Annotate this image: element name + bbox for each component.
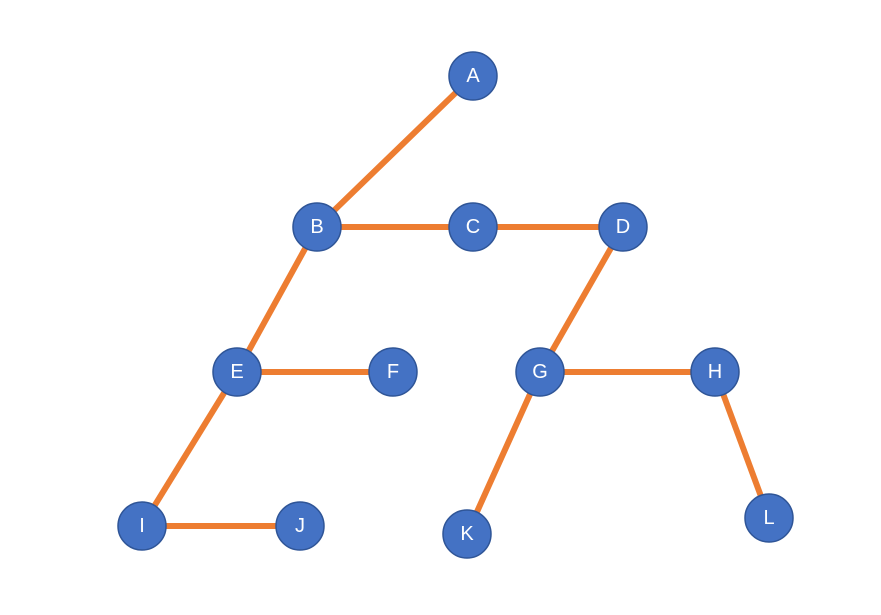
node-label-e: E [230, 361, 243, 383]
node-circle-i [117, 501, 167, 551]
node-circle-e [212, 347, 262, 397]
node-circle-c [448, 202, 498, 252]
node-c: C [448, 202, 498, 252]
node-circle-f [368, 347, 418, 397]
edge-a-b [314, 73, 476, 230]
node-label-i: I [139, 515, 145, 537]
edge-g-k [464, 370, 543, 536]
node-label-k: K [460, 523, 474, 545]
node-circle-a [448, 51, 498, 101]
node-circle-j [275, 501, 325, 551]
node-k: K [442, 509, 492, 559]
node-circle-g [515, 347, 565, 397]
node-g: G [515, 347, 565, 397]
node-b: B [292, 202, 342, 252]
node-d: D [598, 202, 648, 252]
node-label-h: H [708, 361, 722, 383]
edge-h-l [712, 370, 772, 520]
edge-b-e [234, 225, 320, 374]
node-j: J [275, 501, 325, 551]
node-circle-b [292, 202, 342, 252]
node-label-d: D [616, 216, 630, 238]
node-circle-k [442, 509, 492, 559]
node-label-c: C [466, 216, 480, 238]
node-label-g: G [532, 361, 548, 383]
node-label-f: F [387, 361, 399, 383]
node-l: L [744, 493, 794, 543]
edges-layer [139, 73, 772, 536]
edge-d-g [537, 225, 626, 374]
node-label-l: L [763, 507, 774, 529]
node-circle-l [744, 493, 794, 543]
edge-e-i [139, 370, 240, 528]
node-circle-d [598, 202, 648, 252]
node-a: A [448, 51, 498, 101]
nodes-layer: A B C D E F G H I J K L [117, 51, 794, 559]
node-h: H [690, 347, 740, 397]
node-e: E [212, 347, 262, 397]
node-f: F [368, 347, 418, 397]
node-circle-h [690, 347, 740, 397]
node-label-a: A [466, 65, 480, 87]
node-i: I [117, 501, 167, 551]
node-label-b: B [310, 216, 323, 238]
node-label-j: J [295, 515, 305, 537]
